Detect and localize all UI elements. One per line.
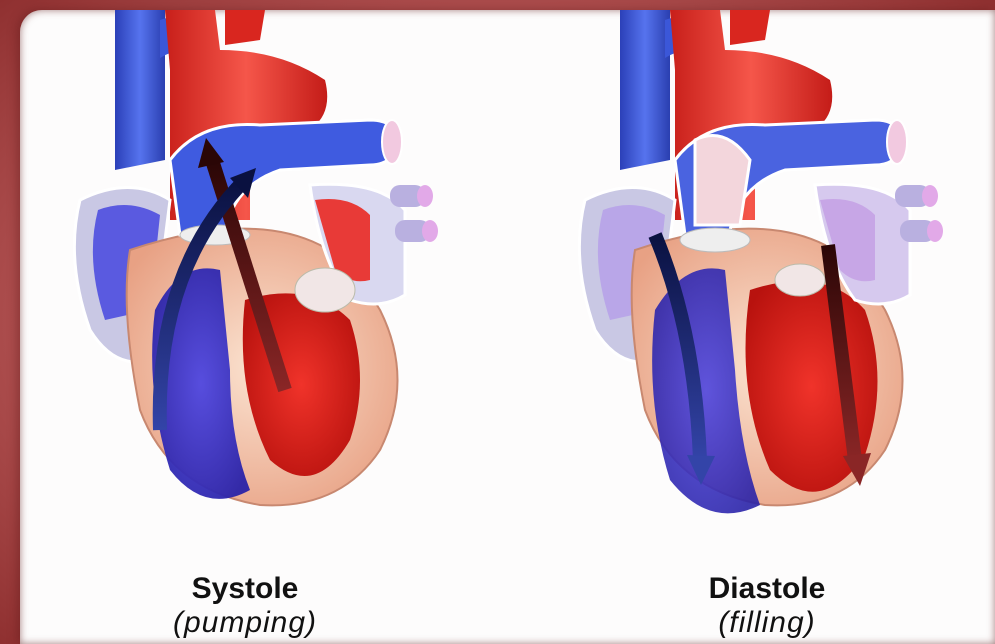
pulmonary-opening	[887, 120, 907, 164]
caption-systole: Systole (pumping)	[95, 572, 395, 640]
aortic-root	[695, 136, 750, 226]
aorta-top-branch	[730, 10, 770, 45]
diagram-panel: Systole (pumping) Diastole (filling)	[20, 10, 995, 644]
heart-diastole	[579, 10, 943, 513]
vena-cava	[115, 10, 165, 170]
caption-subtitle: (pumping)	[95, 606, 395, 640]
vena-cava	[620, 10, 670, 170]
caption-subtitle: (filling)	[617, 606, 917, 640]
mitral-valve	[295, 268, 355, 312]
mitral-valve	[775, 264, 825, 296]
heart-systole	[74, 10, 438, 505]
caption-diastole: Diastole (filling)	[617, 572, 917, 640]
caption-title: Systole	[95, 572, 395, 606]
tricuspid-valve	[680, 228, 750, 252]
pulmonary-opening	[382, 120, 402, 164]
aorta-top-branch	[225, 10, 265, 45]
heart-diagram	[20, 10, 995, 644]
caption-title: Diastole	[617, 572, 917, 606]
